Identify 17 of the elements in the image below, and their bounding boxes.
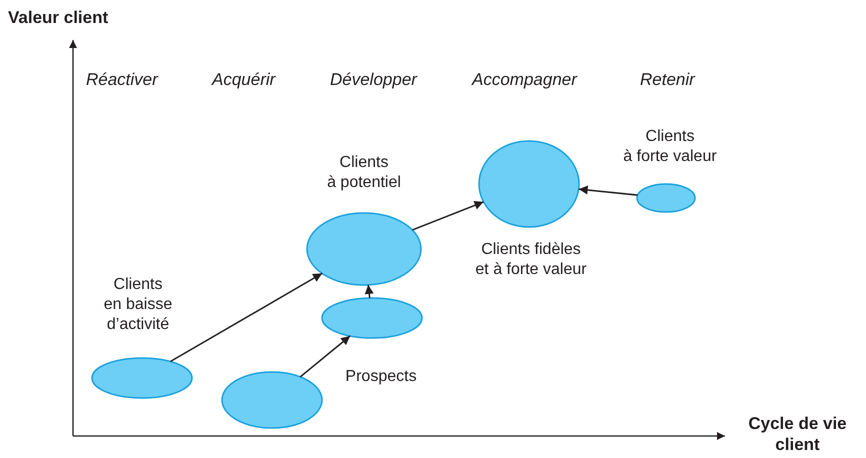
stage-label: Accompagner <box>472 70 577 90</box>
stage-label: Acquérir <box>212 70 276 90</box>
stage-label: Réactiver <box>86 70 158 90</box>
axis-title: Cycle de vie client <box>747 413 848 455</box>
stage-label: Retenir <box>640 70 695 90</box>
arrow <box>300 335 351 378</box>
stage-label: Développer <box>330 70 417 90</box>
arrow <box>170 272 322 362</box>
arrow <box>412 201 484 231</box>
segment-label: Clients à potentiel <box>326 153 402 193</box>
arrow <box>364 284 374 298</box>
axis-title: Valeur client <box>8 8 108 28</box>
segment-label: Prospects <box>344 367 418 387</box>
segment-label: Clients fidèles et à forte valeur <box>474 240 588 280</box>
segment-label: Clients à forte valeur <box>622 127 718 167</box>
arrow <box>578 186 638 196</box>
segment-label: Clients en baisse d’activité <box>102 275 174 335</box>
